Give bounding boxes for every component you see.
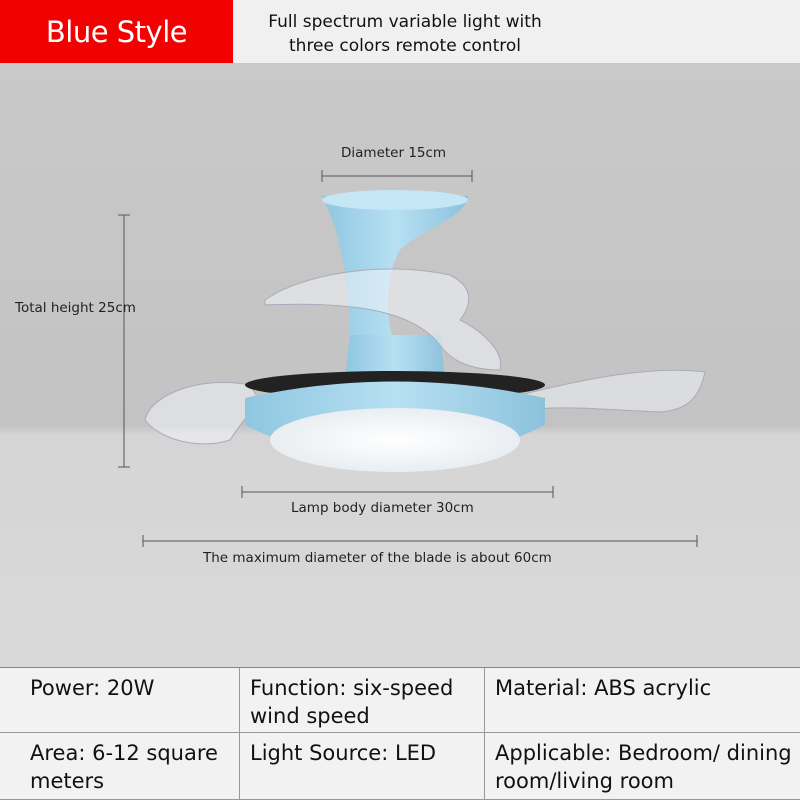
spec-power: Power: 20W <box>0 668 240 733</box>
dimension-lines <box>118 170 698 547</box>
tagline: Full spectrum variable light with three … <box>240 10 570 58</box>
header-bar: Blue Style Full spectrum variable light … <box>0 0 800 63</box>
tagline-line-1: Full spectrum variable light with <box>268 12 542 32</box>
spec-function: Function: six-speed wind speed <box>240 668 485 733</box>
fan-blade-right <box>519 369 706 413</box>
diameter-label: Diameter 15cm <box>341 145 447 161</box>
lamp-body-label: Lamp body diameter 30cm <box>291 500 474 516</box>
fan-blade-left <box>144 381 263 445</box>
spec-applicable: Applicable: Bedroom/ dining room/living … <box>485 733 800 800</box>
led-panel <box>270 408 520 472</box>
spec-material: Material: ABS acrylic <box>485 668 800 733</box>
blade-diameter-label: The maximum diameter of the blade is abo… <box>203 550 552 566</box>
fan-blade-top <box>264 268 502 371</box>
product-scene: Diameter 15cm Total height 25cm Lamp bod… <box>0 63 800 668</box>
spec-area: Area: 6-12 square meters <box>0 733 240 800</box>
specs-table: Power: 20W Function: six-speed wind spee… <box>0 667 800 800</box>
style-tag: Blue Style <box>0 0 233 63</box>
tagline-line-2: three colors remote control <box>289 36 521 56</box>
ceiling-fan-illustration <box>118 170 706 547</box>
spec-light-source: Light Source: LED <box>240 733 485 800</box>
total-height-label: Total height 25cm <box>15 300 136 316</box>
